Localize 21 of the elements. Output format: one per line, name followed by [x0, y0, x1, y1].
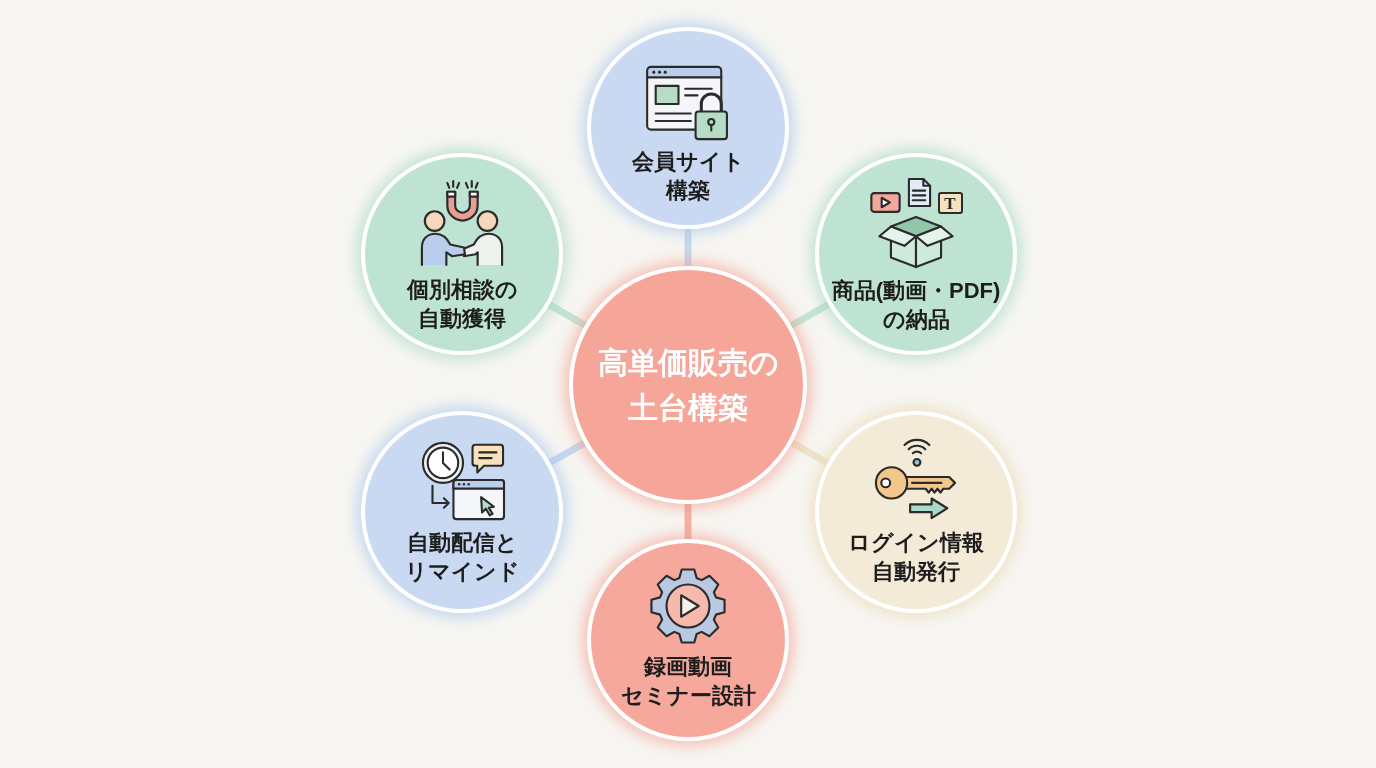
- connector-line: [790, 439, 830, 466]
- connector-line: [684, 504, 692, 539]
- topic-circle: [587, 539, 789, 741]
- connector-line: [548, 440, 586, 466]
- topic-label: ログイン情報自動発行: [848, 529, 984, 586]
- topic-label: 個別相談の自動獲得: [406, 276, 518, 333]
- connector-line: [547, 301, 587, 329]
- letter-tile: T: [937, 192, 963, 214]
- connector-line: [684, 229, 692, 266]
- topic-circle: [815, 153, 1017, 355]
- topic-circle: [587, 27, 789, 229]
- topic-label: 商品(動画・PDF)の納品: [831, 277, 1001, 334]
- topic-circle: [815, 411, 1017, 613]
- topic-label: 録画動画セミナー設計: [620, 653, 756, 710]
- topic-label: 自動配信とリマインド: [404, 529, 520, 586]
- connector-line: [789, 301, 831, 329]
- topic-label: 会員サイト構築: [631, 148, 745, 205]
- hub-circle: [569, 266, 807, 504]
- topic-circle: [361, 411, 563, 613]
- topic-circle: [361, 153, 563, 355]
- hub-title: 高単価販売の土台構築: [597, 345, 779, 426]
